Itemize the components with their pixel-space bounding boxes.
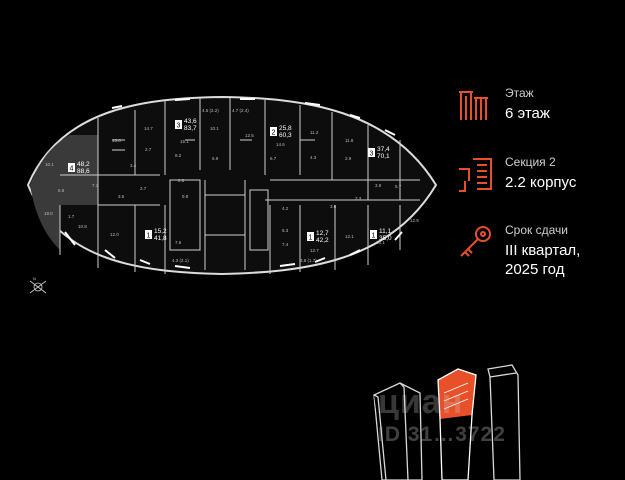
svg-text:11.8: 11.8 — [345, 138, 354, 143]
svg-text:5.7: 5.7 — [395, 184, 402, 189]
compass-icon: N — [29, 276, 47, 294]
svg-text:25,8: 25,8 — [279, 125, 292, 132]
svg-text:15,2: 15,2 — [154, 228, 167, 235]
svg-text:11.2: 11.2 — [310, 130, 319, 135]
section-icon — [459, 158, 492, 192]
building-outline — [26, 95, 438, 276]
svg-text:3.8 (1.7): 3.8 (1.7) — [300, 258, 317, 263]
svg-text:43,6: 43,6 — [184, 118, 197, 125]
svg-text:88,6: 88,6 — [77, 168, 90, 175]
svg-text:12,7: 12,7 — [316, 230, 329, 237]
svg-text:8.2: 8.2 — [175, 153, 182, 158]
svg-text:13.8: 13.8 — [112, 138, 121, 143]
svg-text:13.1: 13.1 — [376, 240, 385, 245]
svg-text:2.8: 2.8 — [178, 178, 185, 183]
towers-illustration — [373, 364, 521, 480]
watermark-brand: циан — [378, 383, 464, 421]
floor-label: Этаж — [505, 86, 534, 100]
svg-text:2.9: 2.9 — [345, 156, 352, 161]
svg-text:10.1: 10.1 — [45, 162, 54, 167]
svg-text:3.3: 3.3 — [355, 196, 362, 201]
section-label: Секция 2 — [505, 155, 556, 169]
room-labels: 14.7 4.5 (2.2) 4.7 (2.4) 12.5 13.8 15.1 … — [44, 108, 419, 263]
svg-text:70,1: 70,1 — [377, 153, 390, 160]
svg-text:N: N — [33, 276, 36, 281]
floor-plan: 4 48,288,6 3 43,683,7 2 25,860,3 3 37,47… — [26, 95, 438, 294]
svg-text:9.8: 9.8 — [182, 194, 189, 199]
svg-text:7.6: 7.6 — [175, 240, 182, 245]
apartment-badges: 4 48,288,6 3 43,683,7 2 25,860,3 3 37,47… — [68, 118, 392, 244]
svg-text:42,2: 42,2 — [316, 237, 329, 244]
walls — [59, 98, 420, 274]
svg-text:4: 4 — [70, 166, 74, 173]
deadline-label: Срок сдачи — [505, 223, 568, 237]
svg-text:4.5 (2.2): 4.5 (2.2) — [202, 108, 219, 113]
svg-text:7.3: 7.3 — [92, 183, 99, 188]
svg-text:3.6: 3.6 — [330, 204, 337, 209]
svg-text:48,2: 48,2 — [77, 161, 90, 168]
svg-text:1: 1 — [372, 233, 376, 240]
svg-text:83,7: 83,7 — [184, 125, 197, 132]
deadline-value-line1: III квартал, — [505, 242, 581, 259]
svg-text:18.0: 18.0 — [44, 211, 53, 216]
svg-text:10.8: 10.8 — [78, 224, 87, 229]
svg-text:12.5: 12.5 — [245, 133, 254, 138]
svg-text:41,8: 41,8 — [154, 235, 167, 242]
svg-text:2.7: 2.7 — [140, 186, 147, 191]
windows — [64, 98, 403, 269]
svg-text:10.1: 10.1 — [210, 126, 219, 131]
svg-text:11,1: 11,1 — [379, 228, 392, 235]
svg-text:15.1: 15.1 — [180, 139, 189, 144]
svg-text:2: 2 — [272, 130, 276, 137]
svg-text:12.1: 12.1 — [345, 234, 354, 239]
key-icon — [460, 226, 491, 257]
svg-text:4.2: 4.2 — [282, 206, 289, 211]
svg-text:3.4: 3.4 — [130, 163, 137, 168]
svg-text:3: 3 — [370, 151, 374, 158]
svg-text:2.7: 2.7 — [145, 147, 152, 152]
svg-text:6.7: 6.7 — [270, 156, 277, 161]
highlighted-apartment — [30, 135, 98, 250]
svg-text:12.0: 12.0 — [110, 232, 119, 237]
svg-text:3.9: 3.9 — [375, 183, 382, 188]
svg-text:6.5: 6.5 — [58, 188, 65, 193]
svg-text:12.7: 12.7 — [310, 248, 319, 253]
floor-icon — [459, 91, 488, 120]
svg-text:3: 3 — [177, 123, 181, 130]
svg-text:14.6: 14.6 — [276, 142, 285, 147]
svg-text:37,4: 37,4 — [377, 146, 390, 153]
svg-text:60,3: 60,3 — [279, 132, 292, 139]
svg-text:3.5: 3.5 — [118, 194, 125, 199]
svg-text:4.3: 4.3 — [310, 155, 317, 160]
svg-text:6.9: 6.9 — [212, 156, 219, 161]
svg-text:1.7: 1.7 — [68, 214, 75, 219]
svg-text:5.3: 5.3 — [282, 228, 289, 233]
deadline-value-line2: 2025 год — [505, 261, 565, 278]
floor-value: 6 этаж — [505, 105, 550, 122]
svg-text:1: 1 — [309, 235, 313, 242]
section-value: 2.2 корпус — [505, 174, 577, 191]
svg-text:12.9: 12.9 — [410, 218, 419, 223]
svg-text:4.7 (2.4): 4.7 (2.4) — [232, 108, 249, 113]
svg-text:7.4: 7.4 — [282, 242, 289, 247]
svg-text:1: 1 — [147, 233, 151, 240]
svg-text:14.7: 14.7 — [144, 126, 153, 131]
svg-text:35,0: 35,0 — [379, 235, 392, 242]
svg-text:4.3 (2.1): 4.3 (2.1) — [172, 258, 189, 263]
watermark-id: ID 31…3722 — [378, 423, 506, 446]
